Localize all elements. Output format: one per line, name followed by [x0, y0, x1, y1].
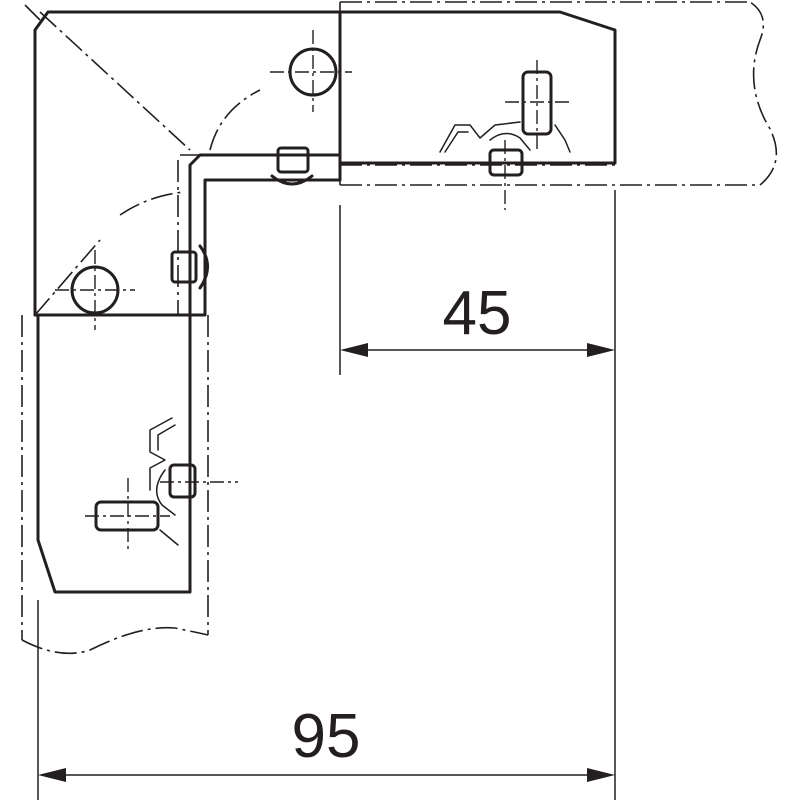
corner-bracket-body	[33, 10, 617, 594]
dimension-45: 45	[339, 190, 616, 375]
dimension-label-45: 45	[443, 279, 512, 348]
clip-left	[85, 417, 238, 550]
screw-hole-top	[270, 30, 352, 112]
phantom-outlines	[21, 1, 778, 655]
dimension-label-95: 95	[292, 702, 361, 771]
connector-left	[170, 244, 209, 290]
clip-top	[439, 60, 572, 210]
screw-hole-left	[55, 250, 135, 330]
dimension-95: 95	[37, 375, 616, 800]
connector-top	[270, 146, 314, 186]
